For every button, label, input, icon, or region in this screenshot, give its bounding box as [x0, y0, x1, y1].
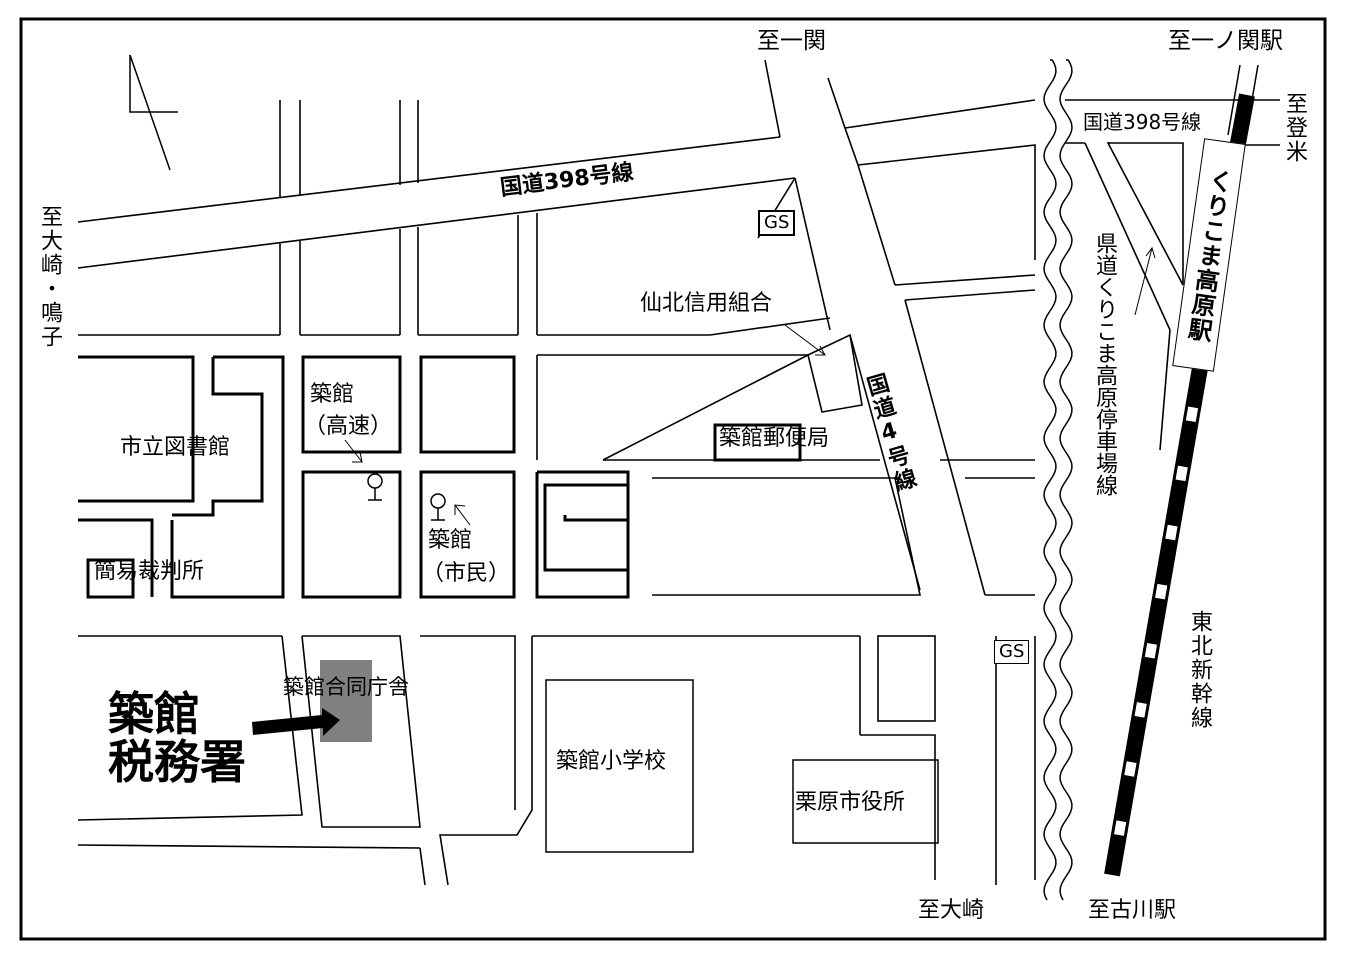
route-398-east-label: 国道398号線 — [1083, 110, 1202, 134]
direction-ichinoseki: 至一関 — [757, 28, 826, 54]
bus-stop-city-sub: （市民） — [422, 561, 511, 586]
direction-osaki: 至大崎 — [918, 898, 985, 923]
bus-stop-icon — [430, 493, 446, 521]
roads — [77, 59, 1280, 886]
shinkansen-label: 東北新幹線 — [1187, 610, 1212, 730]
bus-stop-icon — [367, 473, 383, 501]
north-arrow-icon — [129, 54, 178, 171]
tax-office-title[interactable]: 築館 税務署 — [108, 690, 246, 787]
elementary-school-label[interactable]: 築館小学校 — [556, 749, 667, 774]
target-arrow-icon — [252, 708, 340, 736]
map-frame — [19, 17, 1327, 941]
map-break-line — [1043, 59, 1057, 901]
credit-union-label[interactable]: 仙北信用組合 — [640, 291, 773, 316]
summary-court-label[interactable]: 簡易裁判所 — [94, 559, 205, 584]
bus-stop-city-label: 築館 — [428, 528, 473, 553]
post-office-label[interactable]: 築館郵便局 — [719, 426, 830, 451]
direction-tome: 至登米 — [1282, 92, 1307, 164]
joint-government-building-label[interactable]: 築館合同庁舎 — [283, 675, 409, 699]
city-hall-label[interactable]: 栗原市役所 — [795, 790, 906, 815]
tax-office-title-line1: 築館 — [108, 687, 200, 741]
gas-station-north: GS — [758, 210, 796, 236]
bus-stop-highway-sub: （高速） — [304, 414, 393, 439]
city-blocks — [78, 355, 630, 599]
city-hall-building — [792, 759, 939, 844]
prefectural-road-label: 県道くりこま高原停車場線 — [1092, 232, 1117, 496]
map-break-line — [1059, 59, 1073, 901]
post-office-building — [713, 423, 802, 462]
pointer-arrows — [344, 246, 1156, 526]
library-label[interactable]: 市立図書館 — [120, 435, 231, 460]
direction-osaki-naruko: 至大崎・鳴子 — [37, 205, 62, 349]
direction-furukawa-station: 至古川駅 — [1088, 898, 1177, 923]
gas-station-south: GS — [994, 640, 1030, 664]
bus-stop-highway-label: 築館 — [310, 382, 355, 407]
school-building — [545, 679, 694, 853]
direction-ichinoseki-station: 至一ノ関駅 — [1168, 28, 1283, 54]
tax-office-title-line2: 税務署 — [108, 735, 246, 790]
